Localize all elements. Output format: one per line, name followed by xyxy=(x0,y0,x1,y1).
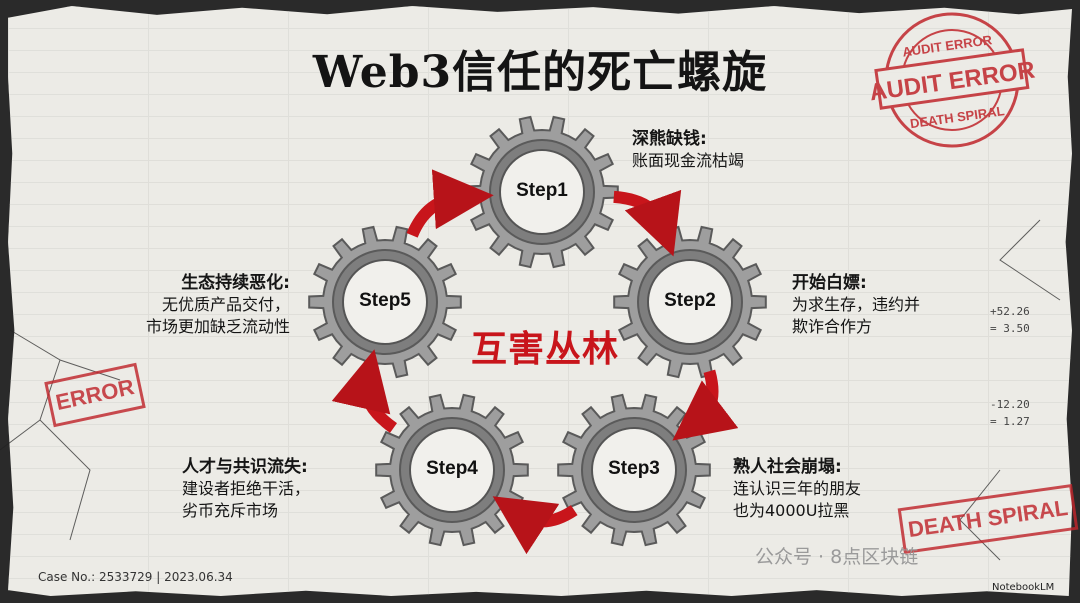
step1-label: Step1 xyxy=(516,180,568,201)
step5-heading: 生态持续恶化: xyxy=(181,273,290,293)
arrow-step4-to-step5 xyxy=(331,349,398,433)
gear-step5 xyxy=(308,225,462,379)
arrow-step5-to-step1 xyxy=(406,169,494,238)
case-number: Case No.: 2533729 | 2023.06.34 xyxy=(38,570,233,584)
gear-hub xyxy=(499,149,585,235)
gear-step4 xyxy=(375,393,529,547)
step2-heading: 开始白嫖: xyxy=(792,273,867,293)
ledger-value: = 3.50 xyxy=(990,322,1030,335)
gear-step3 xyxy=(557,393,711,547)
step2-line: 为求生存，违约并 xyxy=(792,295,921,314)
step3-heading: 熟人社会崩塌: xyxy=(733,457,842,477)
arrow-group xyxy=(331,169,739,555)
step3-line: 也为4000U拉黑 xyxy=(733,501,850,520)
gear-hub xyxy=(647,259,733,345)
step5-description: 生态持续恶化: 无优质产品交付， 市场更加缺乏流动性 xyxy=(90,272,290,338)
audit-bottom-text: DEATH SPIRAL xyxy=(909,103,1005,131)
ledger-value: -12.20 xyxy=(990,398,1030,411)
step4-heading: 人才与共识流失: xyxy=(182,457,308,477)
arrow-step2-to-step3 xyxy=(672,369,739,441)
step4-label: Step4 xyxy=(426,458,478,479)
gear-group xyxy=(308,115,767,547)
audit-error-stamp: AUDIT ERROR AUDIT ERROR DEATH SPIRAL xyxy=(868,12,1037,148)
page-title: Web3信任的死亡螺旋 xyxy=(312,47,768,98)
crack-decoration xyxy=(0,219,1061,561)
step5-line: 无优质产品交付， xyxy=(161,295,290,314)
step2-line: 欺诈合作方 xyxy=(792,317,873,336)
step1-line: 账面现金流枯竭 xyxy=(632,151,745,170)
arrow-step1-to-step2 xyxy=(613,189,682,257)
gear-hub xyxy=(409,427,495,513)
step2-label: Step2 xyxy=(664,290,716,311)
step5-label: Step5 xyxy=(359,290,411,311)
ledger-value: = 1.27 xyxy=(990,415,1030,428)
step5-line: 市场更加缺乏流动性 xyxy=(145,317,290,336)
gear-step1 xyxy=(465,115,619,269)
step3-description: 熟人社会崩塌: 连认识三年的朋友 也为4000U拉黑 xyxy=(733,456,861,522)
step2-description: 开始白嫖: 为求生存，违约并 欺诈合作方 xyxy=(792,272,920,338)
gear-hub xyxy=(591,427,677,513)
step1-heading: 深熊缺钱: xyxy=(632,129,707,149)
step3-label: Step3 xyxy=(608,458,660,479)
step4-line: 建设者拒绝干活， xyxy=(182,479,311,498)
arrow-step3-to-step4 xyxy=(492,496,578,555)
gear-step2 xyxy=(613,225,767,379)
wechat-watermark: 公众号 · 8点区块链 xyxy=(755,546,919,568)
ledger-value: +52.26 xyxy=(990,305,1030,318)
step1-description: 深熊缺钱: 账面现金流枯竭 xyxy=(632,128,744,172)
brand-label: NotebookLM xyxy=(992,582,1055,593)
gear-hub xyxy=(342,259,428,345)
step3-line: 连认识三年的朋友 xyxy=(733,479,862,498)
step4-description: 人才与共识流失: 建设者拒绝干活， 劣币充斥市场 xyxy=(182,456,310,522)
center-label: 互害丛林 xyxy=(470,329,619,370)
step4-line: 劣币充斥市场 xyxy=(182,501,279,520)
